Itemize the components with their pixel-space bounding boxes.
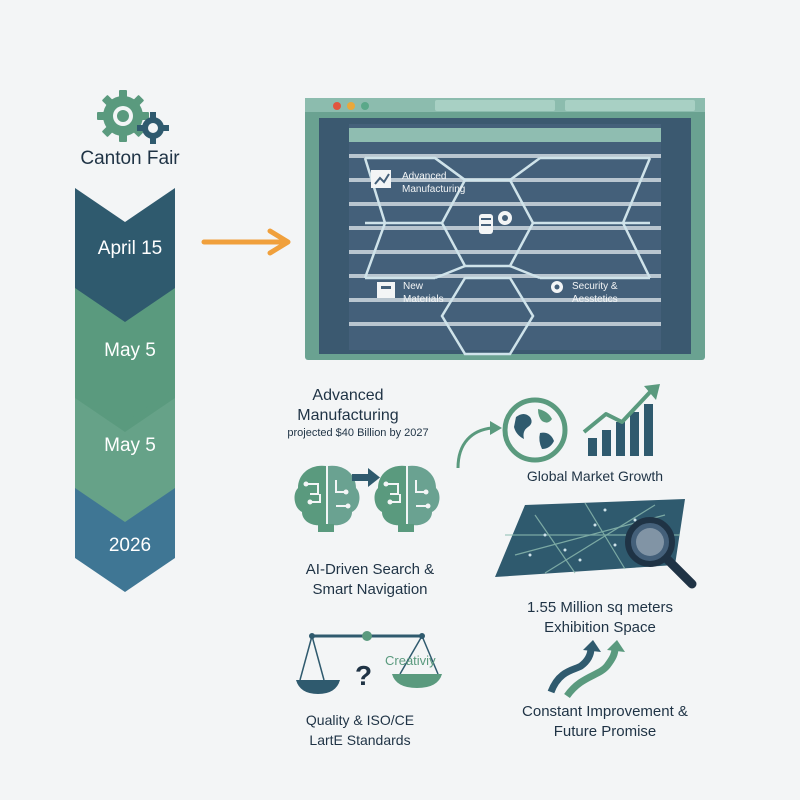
manufacturing-tile-icon bbox=[371, 170, 391, 188]
timeline-label-3: May 5 bbox=[104, 435, 156, 456]
timeline-step-3 bbox=[75, 388, 175, 532]
timeline-label-4: 2026 bbox=[108, 535, 152, 556]
quality-title: Quality & ISO/CE LartE Standards bbox=[305, 712, 415, 748]
timeline-label-1: April 15 bbox=[97, 238, 163, 259]
timeline-shapes bbox=[75, 188, 175, 592]
security-tile-icon bbox=[551, 281, 563, 293]
arrow-right-icon bbox=[352, 468, 380, 487]
tile-advanced-label[interactable]: Advanced Manufacturing bbox=[402, 171, 466, 195]
materials-tile-icon bbox=[377, 282, 395, 298]
timeline-step-4 bbox=[75, 488, 175, 592]
tile-security-label[interactable]: Security & Aesstetics bbox=[572, 281, 618, 305]
hex-bottom bbox=[440, 276, 535, 356]
browser-window bbox=[305, 98, 705, 360]
brain-icon-right bbox=[374, 465, 440, 532]
gears-icon bbox=[97, 90, 169, 144]
improvement-arrows-icon bbox=[547, 640, 625, 699]
scale-word: Creativiy bbox=[385, 653, 436, 668]
tile-materials-label[interactable]: New Materials bbox=[403, 281, 444, 305]
manufacturing-subtitle: projected $40 Billion by 2027 bbox=[287, 427, 429, 439]
window-max-dot bbox=[361, 102, 369, 110]
window-close-dot bbox=[333, 102, 341, 110]
orange-arrow-icon bbox=[201, 228, 291, 256]
manufacturing-title: Advanced Manufacturing bbox=[297, 387, 399, 424]
timeline-step-1 bbox=[75, 188, 175, 332]
ai-title: AI-Driven Search & Smart Navigation bbox=[305, 561, 435, 598]
growth-chart-icon bbox=[582, 384, 660, 456]
scale-question-mark: ? bbox=[355, 660, 373, 691]
timeline-label-2: May 5 bbox=[104, 340, 156, 361]
window-min-dot bbox=[347, 102, 355, 110]
market-title: Global Market Growth bbox=[526, 468, 664, 484]
improvement-title: Constant Improvement & Future Promise bbox=[522, 703, 688, 740]
globe-icon bbox=[502, 397, 568, 463]
brain-icon-left bbox=[294, 465, 360, 532]
hub-icon bbox=[479, 211, 512, 234]
space-title: 1.55 Million sq meters Exhibition Space bbox=[527, 599, 673, 636]
curved-arrow-icon bbox=[456, 421, 502, 469]
brand-title: Canton Fair bbox=[80, 148, 180, 169]
scale-icon bbox=[296, 631, 442, 694]
timeline-step-2 bbox=[75, 288, 175, 432]
magnifier-icon bbox=[625, 517, 697, 589]
